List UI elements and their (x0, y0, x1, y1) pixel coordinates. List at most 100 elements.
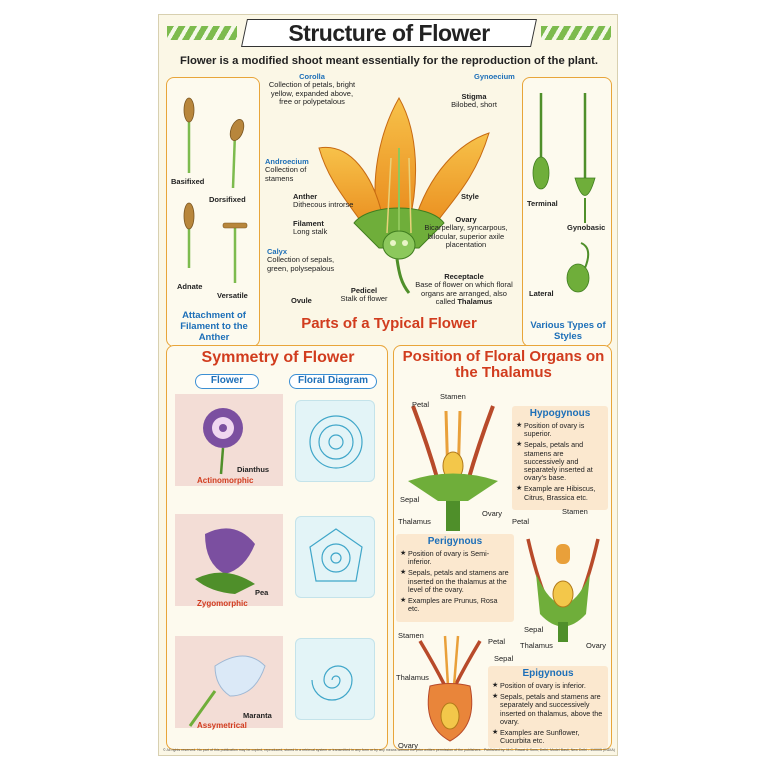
ovary-label: Ovary Bicarpellary, syncarpous, bilocula… (417, 215, 515, 250)
dianthus-card: Dianthus Actinomorphic (175, 394, 283, 486)
epigynous-point: Position of ovary is inferior. (492, 681, 604, 690)
epigynous-thalamus-label: Thalamus (396, 673, 429, 682)
pedicel-head: Pedicel (350, 286, 378, 295)
perigynous-thalamus-label: Thalamus (520, 641, 553, 650)
dianthus-icon (203, 408, 243, 475)
perigynous-point: Sepals, petals and stamens are inserted … (400, 569, 510, 594)
actinomorphic-floral-diagram (295, 400, 375, 482)
gynobasic-label: Gynobasic (567, 223, 606, 232)
perigynous-stamen-label: Stamen (562, 507, 588, 516)
hypogynous-point: Example are Hibiscus, Citrus, Brassica e… (516, 485, 604, 502)
anther-attachment-illustrations (183, 97, 248, 283)
pedicel-text: Stalk of flower (340, 294, 388, 304)
stigma-text: Bilobed, short (451, 100, 497, 110)
androecium-text: Collection of stamens (265, 165, 307, 183)
epigynous-ovary-label: Ovary (398, 741, 419, 750)
perigynous-illustration (526, 538, 600, 642)
filament-label: Filament Long stalk (293, 219, 353, 237)
epigynous-point: Sepals, petals and stamens are separatel… (492, 693, 604, 726)
page-title: Structure of Flower (288, 20, 490, 46)
ovary-text: Bicarpellary, syncarpous, bilocular, sup… (424, 223, 508, 250)
zygomorphic-label: Zygomorphic (197, 599, 248, 608)
perigynous-title: Perigynous (427, 536, 483, 547)
asymmetrical-floral-diagram (295, 638, 375, 720)
maranta-name: Maranta (243, 711, 272, 720)
attachment-title: Attachment of Filament to the Anther (180, 310, 248, 343)
calyx-head: Calyx (267, 247, 288, 256)
perigynous-point: Examples are Prunus, Rosa etc. (400, 596, 510, 613)
page-subtitle: Flower is a modified shoot meant essenti… (179, 55, 599, 67)
hypogynous-title: Hypogynous (529, 408, 591, 419)
anther-text: Dithecous introrse (293, 200, 354, 210)
title-stripe-left (167, 26, 237, 40)
pedicel-label: Pedicel Stalk of flower (329, 286, 399, 304)
epigynous-point: Examples are Sunflower, Cucurbita etc. (492, 728, 604, 745)
terminal-label: Terminal (527, 199, 558, 208)
pea-card: Pea Zygomorphic (175, 514, 283, 608)
hypogynous-ovary-label: Ovary (482, 509, 503, 518)
dorsifixed-label: Dorsifixed (209, 195, 246, 204)
chart-poster: Structure of Flower Flower is a modified… (158, 14, 618, 756)
androecium-head: Androecium (265, 157, 309, 166)
hypogynous-thalamus-label: Thalamus (398, 517, 431, 526)
perigynous-box: Perigynous Position of ovary is Semi-inf… (396, 534, 514, 622)
hypogynous-box: Hypogynous Position of ovary is superior… (512, 406, 608, 510)
anther-head: Anther (293, 192, 318, 201)
epigynous-box: Epigynous Position of ovary is inferior.… (488, 666, 608, 748)
receptacle-head: Receptacle (444, 272, 484, 281)
style-label: Style (461, 192, 479, 201)
stigma-head: Stigma (461, 92, 487, 101)
symmetry-title: Symmetry of Flower (201, 349, 355, 366)
assymetrical-label: Assymetrical (197, 721, 247, 730)
androecium-label: Androecium Collection of stamens (265, 157, 325, 183)
perigynous-point: Position of ovary is Semi-inferior. (400, 549, 510, 566)
anther-label: Anther Dithecous introrse (293, 192, 373, 210)
pea-name: Pea (255, 588, 269, 597)
versatile-label: Versatile (217, 291, 248, 300)
zygomorphic-diagram-icon (309, 528, 363, 582)
epigynous-title: Epigynous (522, 668, 574, 679)
maranta-card: Maranta Assymetrical (175, 636, 283, 730)
receptacle-thalamus: Thalamus (457, 297, 493, 307)
corolla-head: Corolla (299, 72, 325, 81)
footer-publisher: Published by: M.C. Rawat & Sons, Delhi, … (483, 748, 615, 752)
filament-text: Long stalk (293, 227, 328, 237)
ovary-head: Ovary (455, 215, 477, 224)
footer-copyright: © All rights reserved. No part of this p… (163, 748, 482, 752)
hypogynous-point: Sepals, petals and stamens are successiv… (516, 441, 604, 482)
perigynous-sepal-label: Sepal (524, 625, 544, 634)
footer: © All rights reserved. No part of this p… (163, 748, 615, 752)
gynoecium-head: Gynoecium (474, 72, 515, 81)
calyx-label: Calyx Collection of sepals, green, polys… (267, 247, 351, 273)
hypogynous-stamen-label: Stamen (440, 392, 466, 401)
stigma-label: Stigma Bilobed, short (444, 92, 504, 110)
flower-column-header: Flower (195, 374, 259, 389)
receptacle-label: Receptacle Base of flower on which flora… (411, 272, 517, 307)
typical-flower-title: Parts of a Typical Flower (301, 315, 477, 332)
hypogynous-illustration (408, 405, 498, 531)
symmetry-panel: Symmetry of Flower Flower Floral Diagram… (166, 345, 388, 750)
title-band: Structure of Flower (159, 19, 619, 47)
lateral-label: Lateral (529, 289, 554, 298)
styles-panel: Terminal Gynobasic Lateral Various Types… (522, 77, 612, 347)
zygomorphic-floral-diagram (295, 516, 375, 598)
typical-flower-illustration (318, 96, 490, 294)
corolla-label: Corolla Collection of petals, bright yel… (267, 72, 357, 107)
basifixed-label: Basifixed (171, 177, 205, 186)
filament-head: Filament (293, 219, 324, 228)
ovule-label: Ovule (291, 296, 312, 305)
floral-diagram-column-header: Floral Diagram (289, 374, 377, 389)
gynoecium-label: Gynoecium (474, 72, 515, 81)
position-panel: Position of Floral Organs on the Thalamu… (393, 345, 612, 750)
receptacle-text: Base of flower on which floral organs ar… (415, 280, 513, 307)
pea-icon (195, 528, 255, 594)
spiral-diagram-icon (311, 665, 353, 701)
calyx-text: Collection of sepals, green, polysepalou… (267, 255, 335, 273)
hypogynous-petal-label: Petal (412, 400, 430, 409)
title-stripe-right (541, 26, 611, 40)
position-title: Position of Floral Organs on the Thalamu… (402, 348, 605, 381)
actinomorphic-label: Actinomorphic (197, 476, 254, 485)
dianthus-name: Dianthus (237, 465, 270, 474)
attachment-panel: Basifixed Dorsifixed Adnate Versatile At… (166, 77, 260, 347)
epigynous-illustration (418, 635, 482, 742)
